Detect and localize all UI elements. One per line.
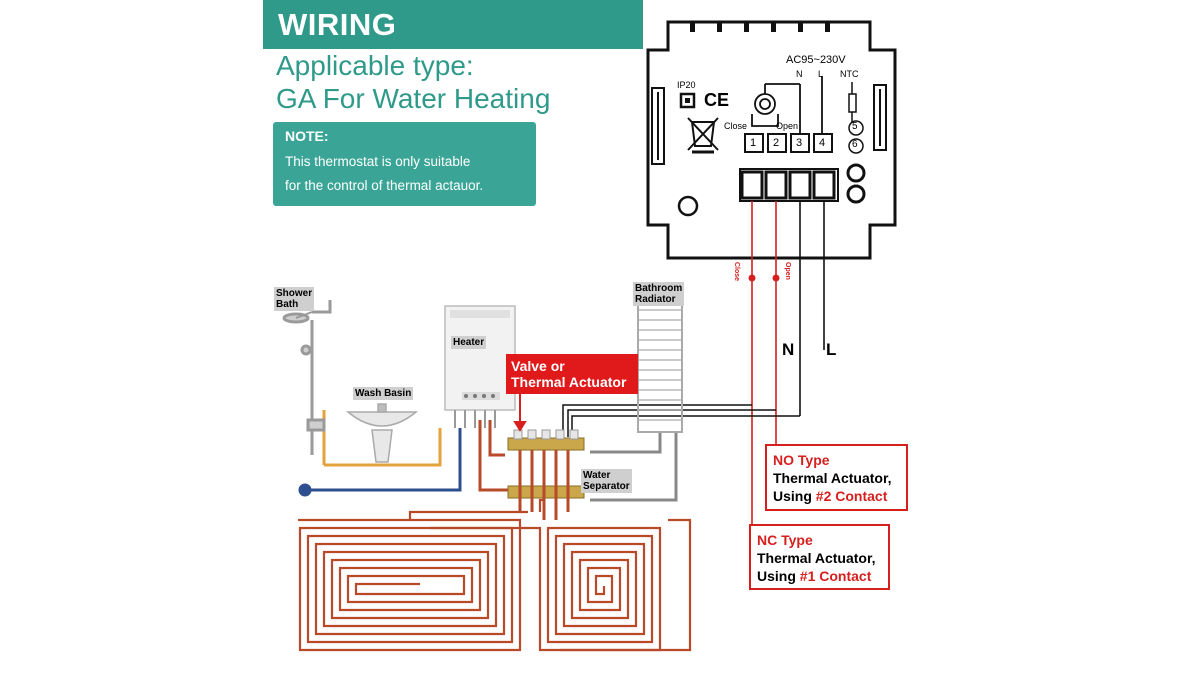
terminal-n-label: N xyxy=(796,69,803,79)
terminal-3: 3 xyxy=(796,137,803,149)
open-contact-label: Open xyxy=(776,121,799,131)
ip20-square-icon xyxy=(679,92,696,109)
close-wire-tag: Close xyxy=(733,262,740,281)
no-type-line3: Using #2 Contact xyxy=(773,488,888,504)
note-box: NOTE: This thermostat is only suitable f… xyxy=(273,122,536,206)
no-type-line2: Thermal Actuator, xyxy=(773,470,892,486)
cold-water-pipe xyxy=(298,428,462,497)
shower-fixture-icon xyxy=(282,300,332,455)
note-line-1: This thermostat is only suitable xyxy=(285,154,471,169)
actuator-symbol-icon xyxy=(751,76,823,134)
power-rating-label: AC95~230V xyxy=(786,54,846,66)
ntc-screws xyxy=(846,163,866,204)
terminal-5: 5 xyxy=(852,121,858,132)
wash-basin-label: Wash Basin xyxy=(353,387,414,400)
nc-type-line3: Using #1 Contact xyxy=(757,568,872,584)
power-wires xyxy=(799,201,825,416)
bathroom-radiator-icon xyxy=(637,299,683,433)
water-separator-manifold-icon xyxy=(507,429,585,520)
note-title: NOTE: xyxy=(285,128,329,144)
ntc-sensor-icon xyxy=(848,82,864,154)
no-type-box: NO Type Thermal Actuator, Using #2 Conta… xyxy=(765,444,908,511)
terminal-2: 2 xyxy=(773,137,780,149)
open-wire-tag: Open xyxy=(784,262,791,280)
heater-boiler-icon xyxy=(444,305,516,428)
weee-bin-icon xyxy=(687,117,719,154)
close-contact-label: Close xyxy=(724,121,748,131)
applicable-type-value: GA For Water Heating xyxy=(276,83,551,114)
floor-heating-loops xyxy=(298,498,692,652)
nc-type-box: NC Type Thermal Actuator, Using #1 Conta… xyxy=(749,524,890,590)
shower-bath-label: Shower Bath xyxy=(274,287,315,311)
left-bracket xyxy=(651,87,665,165)
nc-type-title: NC Type xyxy=(757,532,813,548)
no-type-title: NO Type xyxy=(773,452,830,468)
open-wire-node xyxy=(772,274,780,282)
wash-basin-icon xyxy=(345,403,419,463)
wiring-instructions-title: WIRING INSTRUCTIONS xyxy=(263,0,643,91)
live-line-label: L xyxy=(826,340,837,359)
terminal-6: 6 xyxy=(852,139,858,150)
nc-type-line2: Thermal Actuator, xyxy=(757,550,876,566)
terminal-4: 4 xyxy=(819,137,826,149)
right-bracket xyxy=(873,84,887,151)
neutral-line-label: N xyxy=(782,340,795,359)
bathroom-radiator-label: Bathroom Radiator xyxy=(633,282,685,306)
heater-label: Heater xyxy=(451,336,487,349)
terminal-block-bottom xyxy=(739,168,839,202)
valve-thermal-actuator-label: Valve or Thermal Actuator xyxy=(506,354,638,394)
terminal-block-top xyxy=(744,133,833,153)
thermostat-top-notches xyxy=(690,22,830,32)
mount-hole-icon xyxy=(677,195,699,217)
note-line-2: for the control of thermal actauor. xyxy=(285,178,484,193)
radiator-pipes xyxy=(590,432,678,502)
thermostat-back-panel xyxy=(646,20,897,260)
applicable-type-label: Applicable type: xyxy=(276,50,474,81)
hot-water-pipes xyxy=(478,420,510,492)
ntc-label: NTC xyxy=(840,69,859,79)
valve-pointer-arrow xyxy=(513,394,527,432)
terminal-l-label: L xyxy=(818,69,824,79)
close-wire-node xyxy=(748,274,756,282)
ip20-label: IP20 xyxy=(677,80,696,90)
terminal-1: 1 xyxy=(750,137,757,149)
water-separator-label: Water Separator xyxy=(581,469,632,493)
ce-mark: CE xyxy=(704,90,730,110)
